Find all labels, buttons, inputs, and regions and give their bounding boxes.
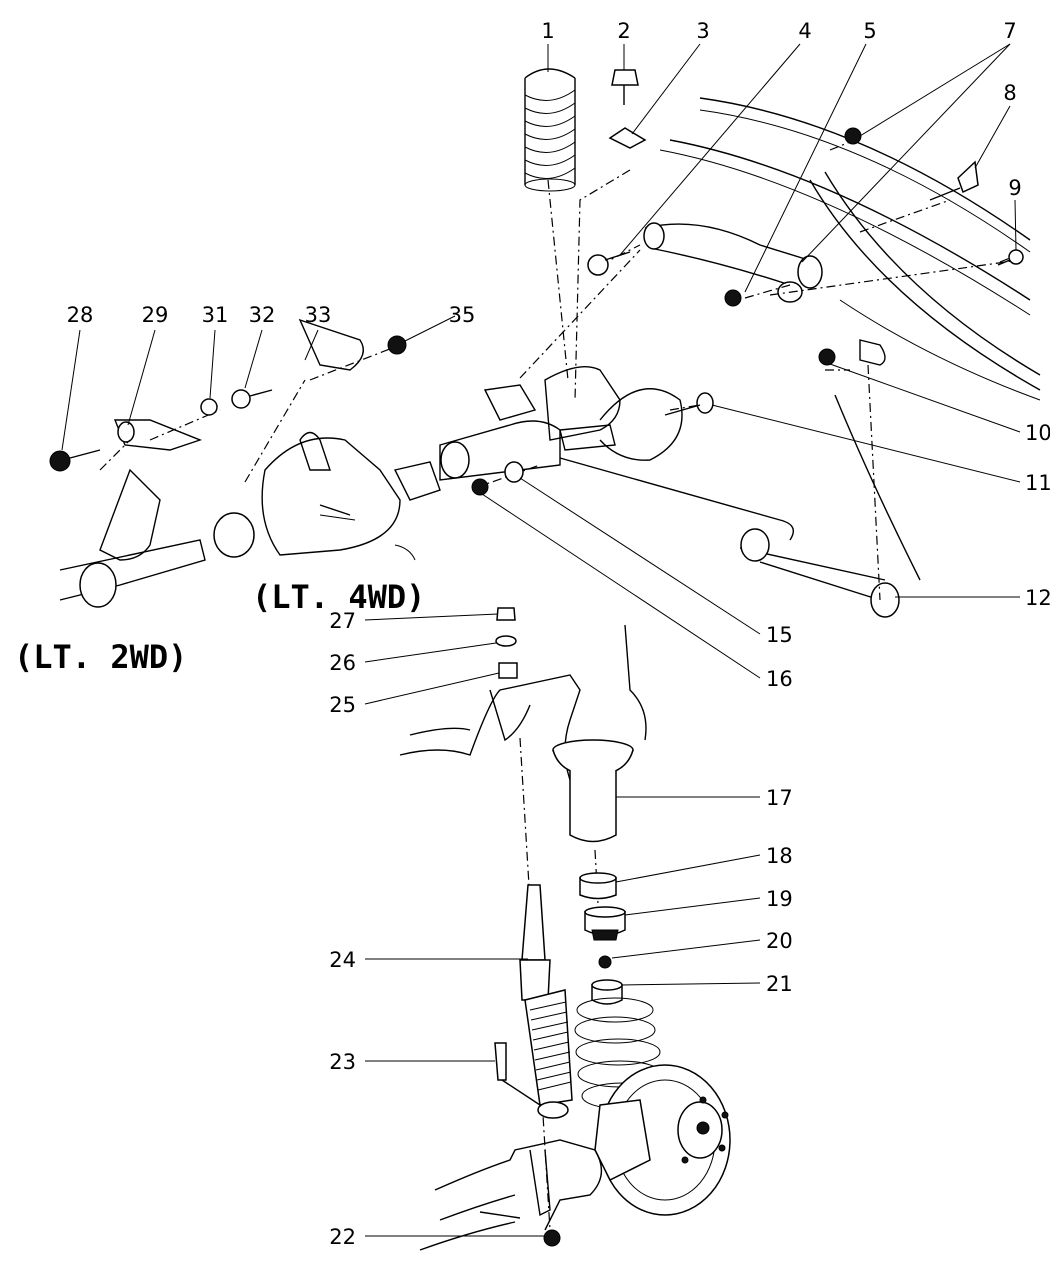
clip-part: [608, 127, 647, 149]
jounce-nut-part: [598, 955, 612, 969]
spring-seat-part: [552, 739, 634, 843]
washer-part: [504, 461, 524, 483]
isolator-part: [584, 906, 626, 941]
small-bolt-part: [997, 249, 1024, 266]
pivot-bolt-part: [587, 251, 631, 276]
long-bolt-part: [664, 392, 714, 416]
differential-housing: [213, 318, 441, 561]
grommet-part: [498, 662, 518, 679]
callout-35: 35: [449, 303, 476, 327]
flag-bolt-part: [929, 160, 979, 201]
lower-arm-bracket: [419, 1139, 603, 1251]
lower-control-arm: [559, 339, 921, 618]
brake-rotor-hub: [594, 1064, 731, 1216]
callout-15: 15: [766, 623, 793, 647]
callout-26: 26: [329, 651, 356, 675]
bolt-28-part: [49, 449, 101, 472]
callout-4: 4: [798, 19, 811, 43]
callout-3: 3: [696, 19, 709, 43]
callout-32: 32: [249, 303, 276, 327]
callout-31: 31: [202, 303, 229, 327]
callout-17: 17: [766, 786, 793, 810]
callout-22: 22: [329, 1225, 356, 1249]
callout-24: 24: [329, 948, 356, 972]
callout-9: 9: [1008, 176, 1021, 200]
caption-lt-2wd: (LT. 2WD): [14, 638, 187, 676]
callout-labels: 1 2 3 4 5 7 8 9 10 11 12 15 16 17 18 19 …: [67, 19, 1050, 1249]
callout-23: 23: [329, 1050, 356, 1074]
nut-16-part: [471, 478, 489, 496]
callout-5: 5: [863, 19, 876, 43]
callout-28: 28: [67, 303, 94, 327]
lower-nut-part: [543, 1229, 561, 1247]
caption-lt-4wd: (LT. 4WD): [252, 578, 425, 616]
shock-bolt-part: [494, 1042, 541, 1106]
callout-19: 19: [766, 887, 793, 911]
upper-control-arm: [643, 222, 823, 303]
frame-rail: [659, 97, 1041, 401]
callout-20: 20: [766, 929, 793, 953]
upper-seat-part: [591, 979, 623, 1005]
callout-12: 12: [1025, 586, 1050, 610]
bushing-32-part: [231, 389, 273, 409]
callout-27: 27: [329, 609, 356, 633]
nut-35-part: [387, 335, 407, 355]
callout-25: 25: [329, 693, 356, 717]
shock-absorber-part: [519, 884, 573, 1119]
callout-18: 18: [766, 844, 793, 868]
coil-spring-part: [524, 68, 576, 192]
leader-lines: [61, 43, 1021, 1237]
nut-27-part: [496, 607, 516, 621]
axle-2wd: [59, 419, 206, 608]
callout-16: 16: [766, 667, 793, 691]
callout-11: 11: [1025, 471, 1050, 495]
callout-8: 8: [1003, 81, 1016, 105]
callout-33: 33: [305, 303, 332, 327]
nut-part: [724, 127, 862, 307]
callout-29: 29: [142, 303, 169, 327]
bolt-part: [611, 69, 639, 105]
callout-21: 21: [766, 972, 793, 996]
callout-2: 2: [617, 19, 630, 43]
lock-nut-part: [818, 348, 836, 366]
callout-10: 10: [1025, 421, 1050, 445]
nut-31-part: [200, 398, 218, 416]
bumper-part: [579, 872, 617, 900]
callout-7: 7: [1003, 19, 1016, 43]
washer-26-part: [495, 635, 517, 647]
callout-1: 1: [541, 19, 554, 43]
axle-4wd: [439, 366, 683, 481]
